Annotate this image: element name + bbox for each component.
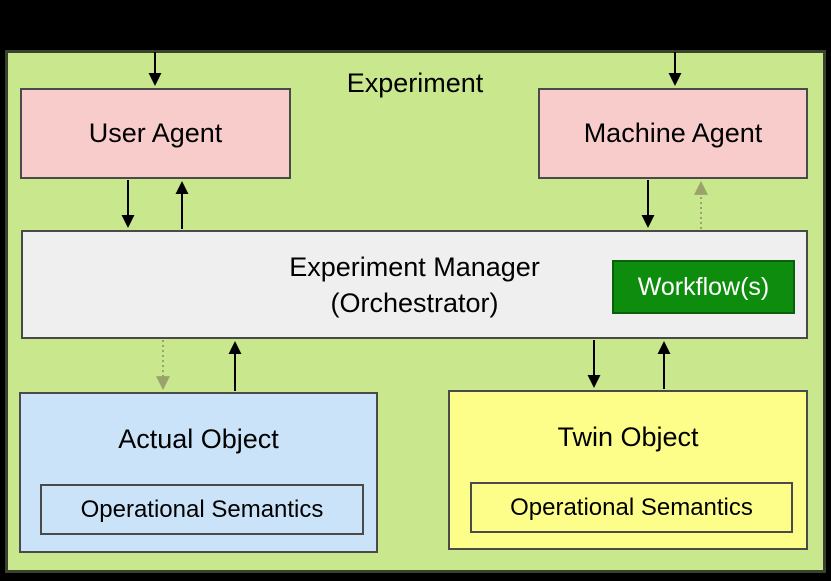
experiment-container-title: Experiment	[346, 68, 484, 98]
user-agent-node: User Agent	[20, 88, 291, 179]
user-agent-label: User Agent	[88, 118, 223, 148]
actual-object-node: Actual Object Operational Semantics	[19, 392, 378, 553]
twin-object-label: Twin Object	[557, 422, 699, 452]
actual-object-operational-semantics-node: Operational Semantics	[40, 484, 364, 535]
twin-object-node: Twin Object Operational Semantics	[448, 390, 808, 550]
workflow-node: Workflow(s)	[612, 260, 795, 314]
experiment-manager-label-line1: Experiment Manager	[289, 251, 540, 282]
twin-object-operational-semantics-node: Operational Semantics	[470, 482, 793, 533]
workflow-label: Workflow(s)	[637, 273, 770, 301]
machine-agent-node: Machine Agent	[538, 88, 808, 179]
actual-object-operational-semantics-label: Operational Semantics	[80, 495, 324, 523]
experiment-manager-node: Experiment Manager (Orchestrator) Workfl…	[21, 230, 808, 339]
actual-object-label: Actual Object	[118, 424, 279, 454]
machine-agent-label: Machine Agent	[583, 118, 763, 148]
experiment-manager-label-line2: (Orchestrator)	[330, 287, 499, 318]
twin-object-operational-semantics-label: Operational Semantics	[510, 493, 753, 521]
